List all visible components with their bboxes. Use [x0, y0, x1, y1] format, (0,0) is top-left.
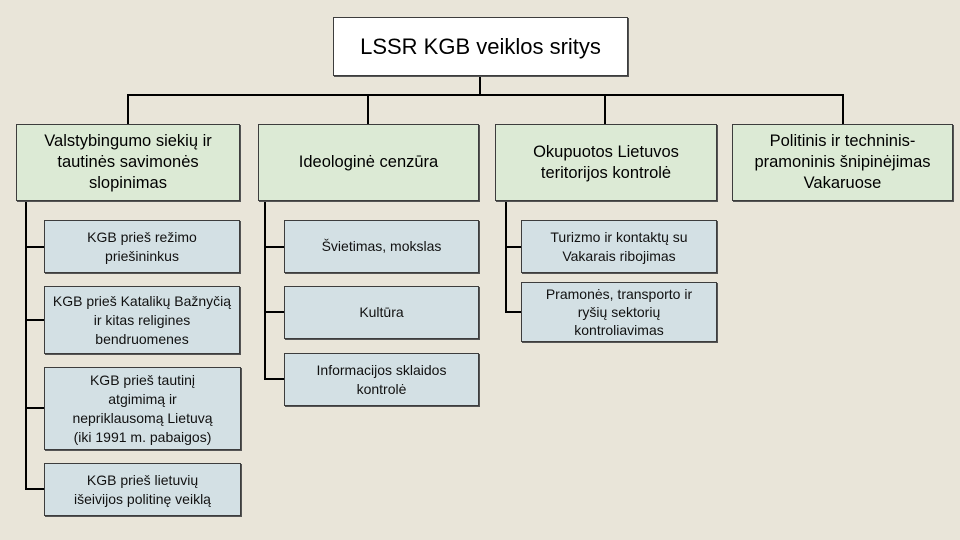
connector	[264, 378, 284, 380]
leaf-node: Švietimas, mokslas	[284, 220, 479, 273]
connector	[25, 246, 44, 248]
connector	[505, 246, 521, 248]
connector	[505, 311, 521, 313]
leaf-node: Kultūra	[284, 286, 479, 339]
leaf-node: Pramonės, transporto ir ryšių sektorių k…	[521, 282, 717, 342]
connector	[264, 200, 266, 380]
leaf-node: KGB prieš lietuvių išeivijos politinę ve…	[44, 463, 241, 516]
connector	[505, 200, 507, 313]
branch-node: Politinis ir techninis-pramoninis šnipin…	[732, 124, 953, 201]
connector	[264, 246, 284, 248]
root-node: LSSR KGB veiklos sritys	[333, 17, 628, 76]
branch-node: Valstybingumo siekių ir tautinės savimon…	[16, 124, 240, 201]
connector	[25, 319, 44, 321]
connector	[842, 94, 844, 124]
leaf-node: Informacijos sklaidos kontrolė	[284, 353, 479, 406]
connector	[127, 94, 844, 96]
connector	[604, 94, 606, 124]
connector	[25, 488, 44, 490]
branch-node: Okupuotos Lietuvos teritorijos kontrolė	[495, 124, 717, 201]
connector	[25, 407, 44, 409]
leaf-node: KGB prieš režimo priešininkus	[44, 220, 240, 273]
leaf-node: Turizmo ir kontaktų su Vakarais ribojima…	[521, 220, 717, 273]
leaf-node: KGB prieš Katalikų Bažnyčią ir kitas rel…	[44, 286, 240, 354]
connector	[264, 311, 284, 313]
connector	[127, 94, 129, 124]
branch-node: Ideologinė cenzūra	[258, 124, 479, 201]
connector	[367, 94, 369, 124]
connector	[479, 75, 481, 96]
connector	[25, 200, 27, 490]
leaf-node: KGB prieš tautinį atgimimą ir nepriklaus…	[44, 367, 241, 450]
